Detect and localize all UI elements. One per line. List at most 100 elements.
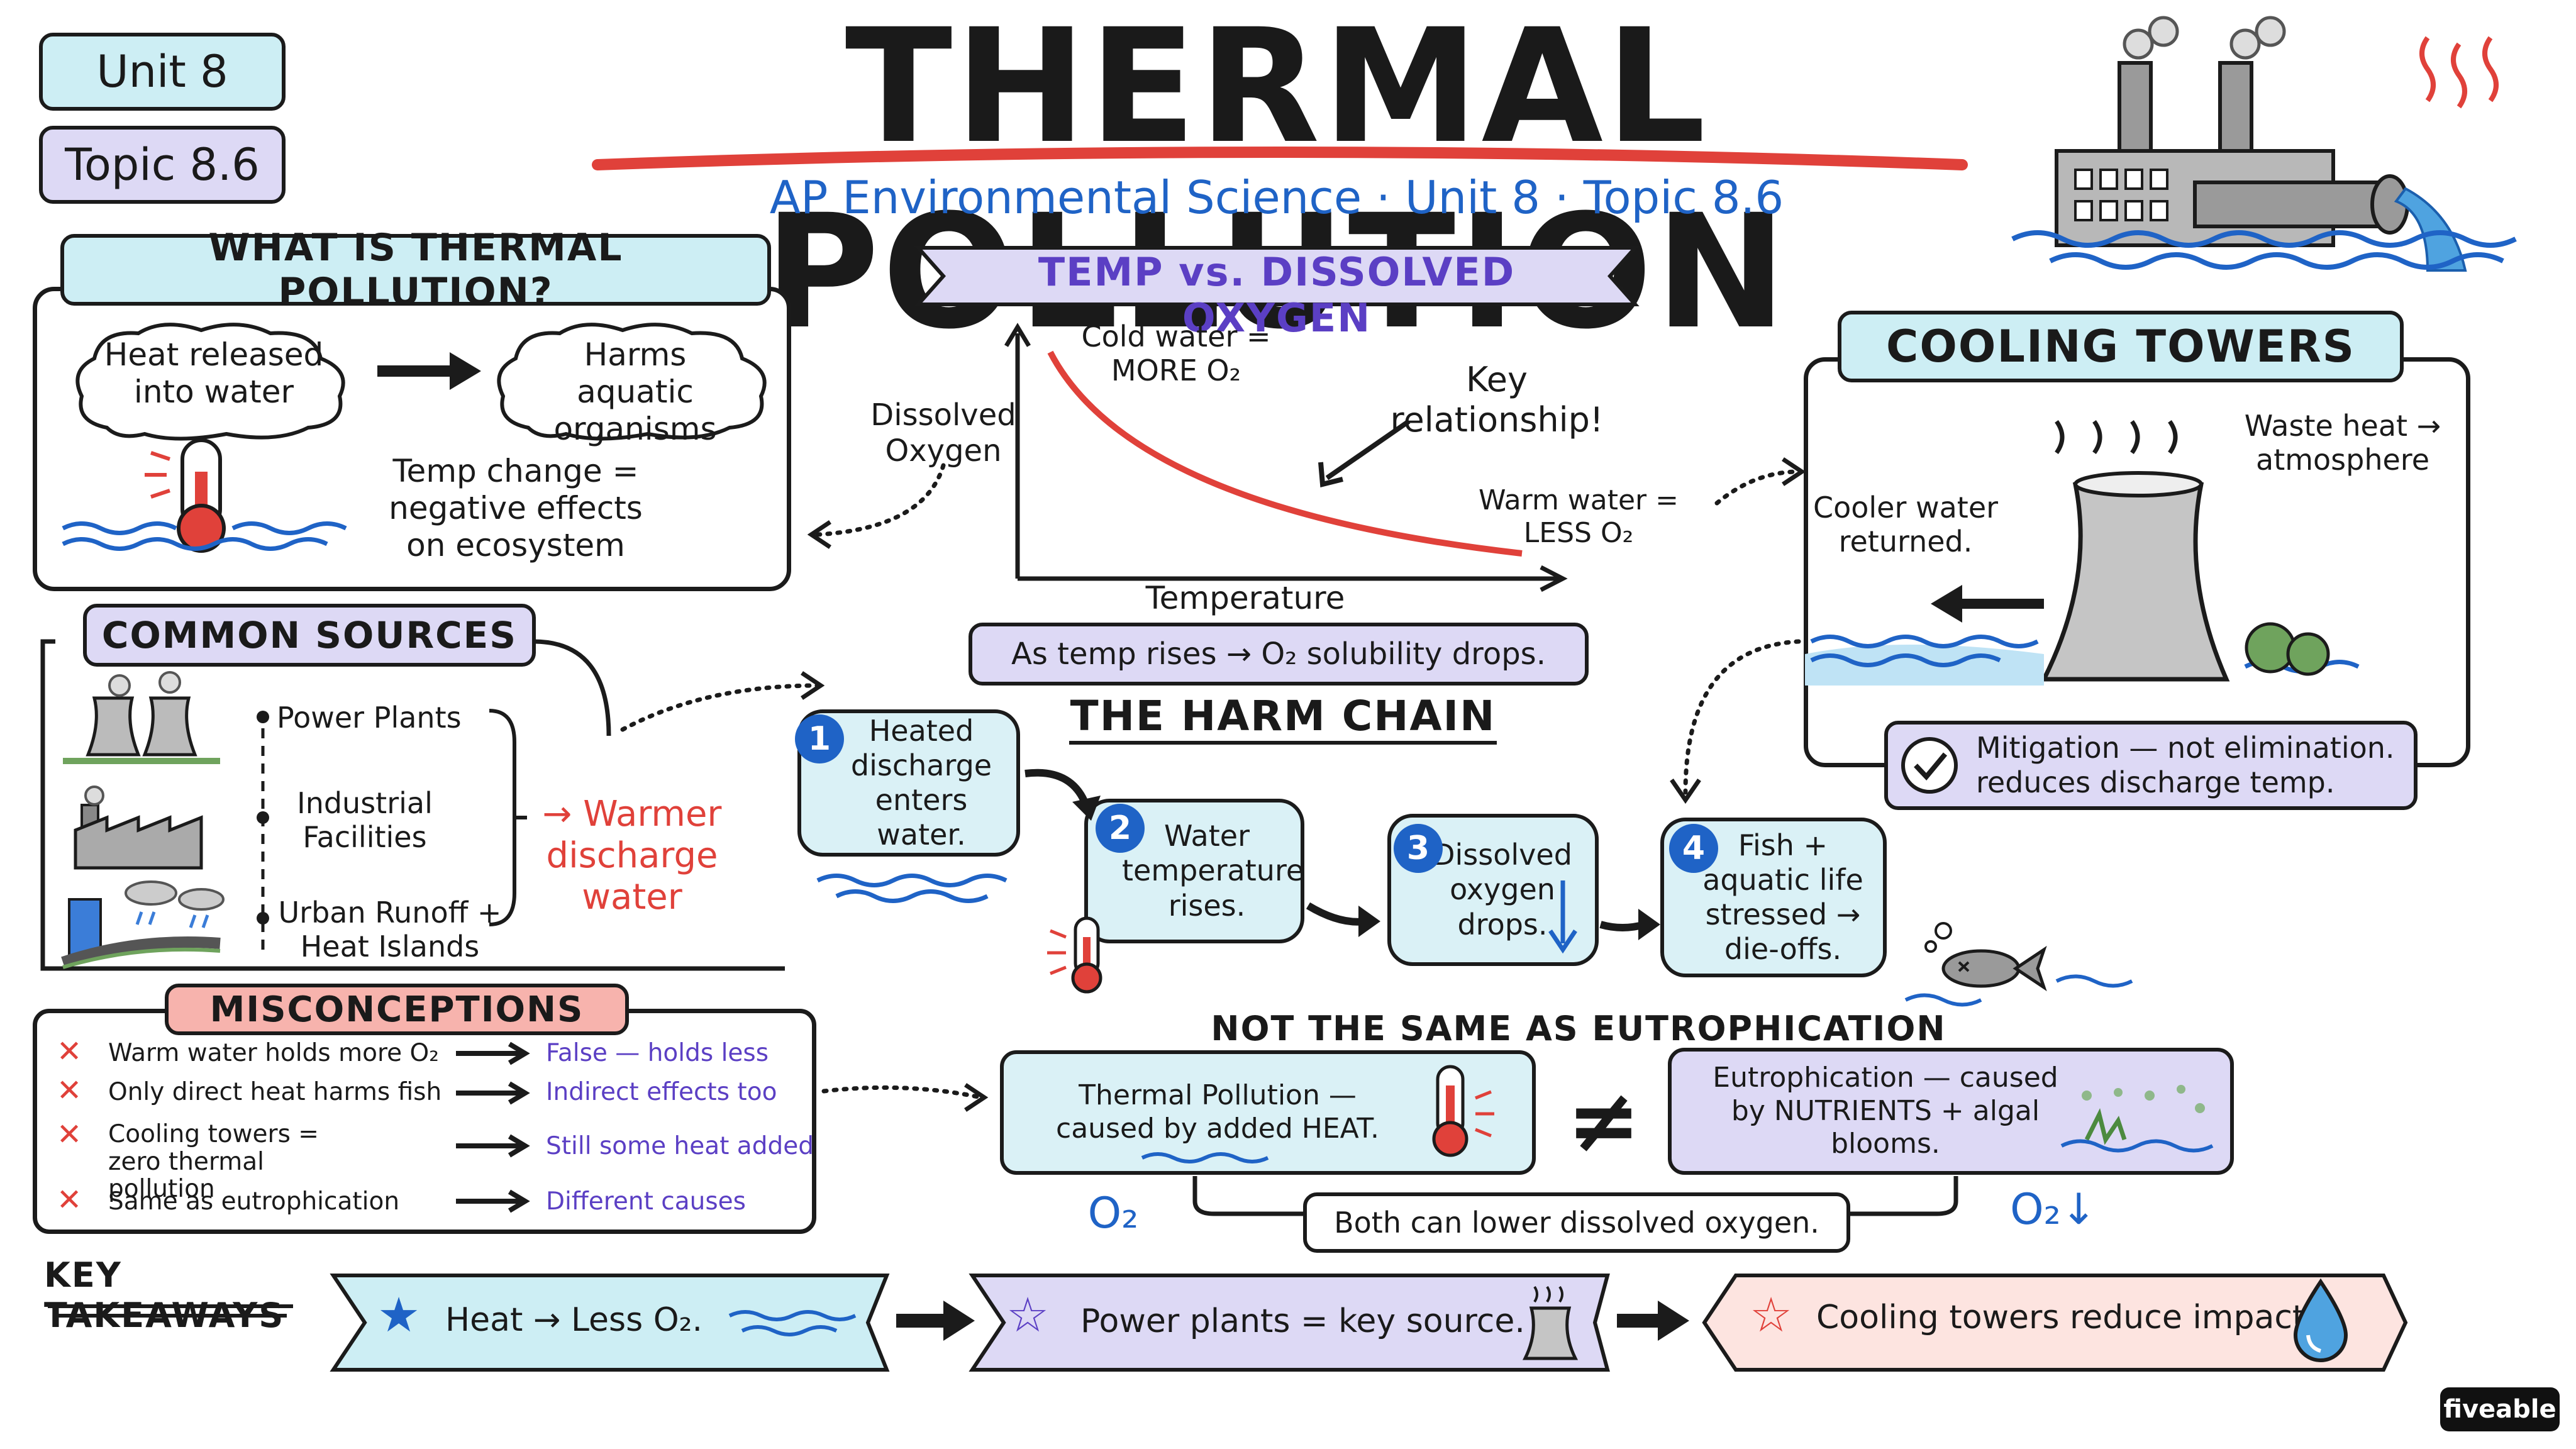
harm-step-2: Water temperature rises. <box>1084 799 1304 943</box>
chain-arrow-2 <box>1306 902 1380 937</box>
graph-header: TEMP vs. DISSOLVED OXYGEN <box>1038 249 1516 341</box>
wave-icon <box>1141 1152 1269 1163</box>
misconception-truth: Still some heat added <box>546 1132 814 1160</box>
mitigation-note: Mitigation — not elimination. reduces di… <box>1884 721 2418 810</box>
key-note: Key relationship! <box>1390 360 1604 440</box>
waste-heat-note: Waste heat → atmosphere <box>2244 409 2441 477</box>
misconception-claim: Cooling towers = zero thermal pollution <box>108 1120 319 1204</box>
takeaway-1: Heat → Less O₂. <box>445 1301 703 1339</box>
o2-left: O₂ <box>1087 1189 1139 1238</box>
what-is-header: WHAT IS THERMAL POLLUTION? <box>60 226 771 314</box>
do-curve <box>1047 350 1523 557</box>
takeaways-underline <box>48 1304 293 1318</box>
cloud-shape-right <box>497 323 767 441</box>
thermometer-small-icon <box>1047 916 1102 994</box>
title-underline <box>592 147 1968 170</box>
check-icon <box>1901 737 1958 794</box>
warm-note: Warm water = LESS O₂ <box>1478 484 1679 549</box>
cooling-tower-small-icon <box>1522 1285 1579 1360</box>
factory-small-icon <box>74 786 203 870</box>
mitigation-text: Mitigation — not elimination. reduces di… <box>1976 730 2395 799</box>
misconception-claim: Warm water holds more O₂ <box>108 1039 439 1067</box>
cooler-water-note: Cooler water returned. <box>1813 491 1999 559</box>
star-outline-icon: ☆ <box>1750 1287 1793 1343</box>
harm-step-1-num: 1 <box>795 714 844 763</box>
water-wave-1 <box>816 874 1008 903</box>
harm-step-4-num: 4 <box>1669 824 1718 873</box>
takeaway-arrow-2 <box>1617 1301 1689 1341</box>
source-industrial: Industrial Facilities <box>297 786 433 855</box>
thermometer-icon <box>1432 1065 1494 1157</box>
takeaway-arrow-1 <box>896 1301 975 1341</box>
harm-step-1-text: Heated discharge enters water. <box>850 713 992 852</box>
misconception-truth: Indirect effects too <box>546 1078 777 1106</box>
dotted-arrow-eutro <box>821 1083 989 1112</box>
x-icon: ✕ <box>57 1073 82 1108</box>
takeaways-header: KEY TAKEAWAYS <box>44 1255 285 1335</box>
cloud-right-text: Harms aquatic organisms <box>553 336 717 447</box>
unit-badge: Unit 8 <box>39 33 286 111</box>
urban-runoff-icon <box>61 880 225 969</box>
arrow-right-icon <box>377 352 481 390</box>
key-arrow <box>1325 419 1411 480</box>
takeaway-2: Power plants = key source. <box>1080 1302 1525 1340</box>
dotted-arrow-sources <box>620 671 825 732</box>
sources-header: COMMON SOURCES <box>83 604 536 667</box>
o2-right: O₂↓ <box>2010 1185 2097 1235</box>
dotted-arrow-graph <box>807 463 946 549</box>
takeaway-ribbon-1 <box>330 1274 890 1372</box>
eutro-bracket <box>1192 1176 1958 1216</box>
source-power-plants: Power Plants <box>277 701 462 735</box>
chain-arrow-3 <box>1599 909 1660 940</box>
dotted-arrow-cooling-down <box>1670 639 1801 804</box>
graph-caption: As temp rises → O₂ solubility drops. <box>969 623 1589 686</box>
graph-ylabel: Dissolved Oxygen <box>870 397 1016 469</box>
page-subtitle: AP Environmental Science · Unit 8 · Topi… <box>769 171 1784 224</box>
chain-arrow-1 <box>1024 769 1101 821</box>
not-equal-symbol: ≠ <box>1567 1070 1641 1172</box>
harm-step-2-text: Water temperature rises. <box>1122 819 1304 923</box>
shared-effect: Both can lower dissolved oxygen. <box>1303 1192 1850 1253</box>
cooling-header: COOLING TOWERS <box>1838 311 2404 382</box>
misconception-truth: Different causes <box>546 1187 746 1216</box>
power-plant-icon <box>63 671 220 764</box>
eutro-box-text: Eutrophication — caused by NUTRIENTS + a… <box>1713 1061 2058 1160</box>
dead-fish-icon <box>1904 922 2133 1007</box>
what-is-note: Temp change = negative effects on ecosys… <box>389 453 643 564</box>
x-icon: ✕ <box>57 1117 82 1152</box>
cloud-left-text: Heat released into water <box>104 336 324 410</box>
misconception-arrows <box>456 1041 530 1213</box>
graph-xlabel: Temperature <box>1145 580 1345 616</box>
takeaway-ribbon-3 <box>1702 1274 2408 1372</box>
harm-step-2-num: 2 <box>1096 804 1145 853</box>
source-urban-runoff: Urban Runoff + Heat Islands <box>278 896 502 964</box>
misconceptions-panel <box>33 1009 816 1234</box>
harm-step-3-text: Dissolved oxygen drops. <box>1433 838 1572 941</box>
thermometer-icon <box>62 438 347 553</box>
misconception-claim: Only direct heat harms fish <box>108 1078 442 1106</box>
thermal-box: Thermal Pollution — caused by added HEAT… <box>1000 1050 1536 1175</box>
graph-axes <box>1004 323 1568 592</box>
factory-icon <box>2011 16 2517 272</box>
wave-icon <box>728 1310 857 1336</box>
misconception-claim: Same as eutrophication <box>108 1187 400 1216</box>
topic-badge: Topic 8.6 <box>39 126 286 204</box>
x-icon: ✕ <box>57 1182 82 1218</box>
harm-step-3-num: 3 <box>1394 824 1443 873</box>
takeaway-ribbon-2 <box>969 1274 1610 1372</box>
takeaway-3: Cooling towers reduce impact. <box>1816 1299 2316 1336</box>
cloud-shape-left <box>75 323 345 441</box>
algae-icon <box>2060 1085 2214 1153</box>
eutro-box: Eutrophication — caused by NUTRIENTS + a… <box>1668 1048 2234 1175</box>
brand-logo: fiveable <box>2440 1387 2560 1431</box>
graph-header-ribbon <box>914 246 1640 306</box>
misconception-truth: False — holds less <box>546 1039 769 1067</box>
sources-result: → Warmer discharge water <box>542 794 722 918</box>
sources-panel <box>40 639 785 971</box>
cold-note: Cold water = MORE O₂ <box>1081 319 1271 388</box>
x-icon: ✕ <box>57 1034 82 1069</box>
star-outline-icon: ☆ <box>1006 1287 1050 1343</box>
water-drop-icon <box>2293 1278 2348 1362</box>
misconceptions-header: MISCONCEPTIONS <box>165 984 629 1035</box>
down-arrow-icon <box>1548 880 1577 954</box>
